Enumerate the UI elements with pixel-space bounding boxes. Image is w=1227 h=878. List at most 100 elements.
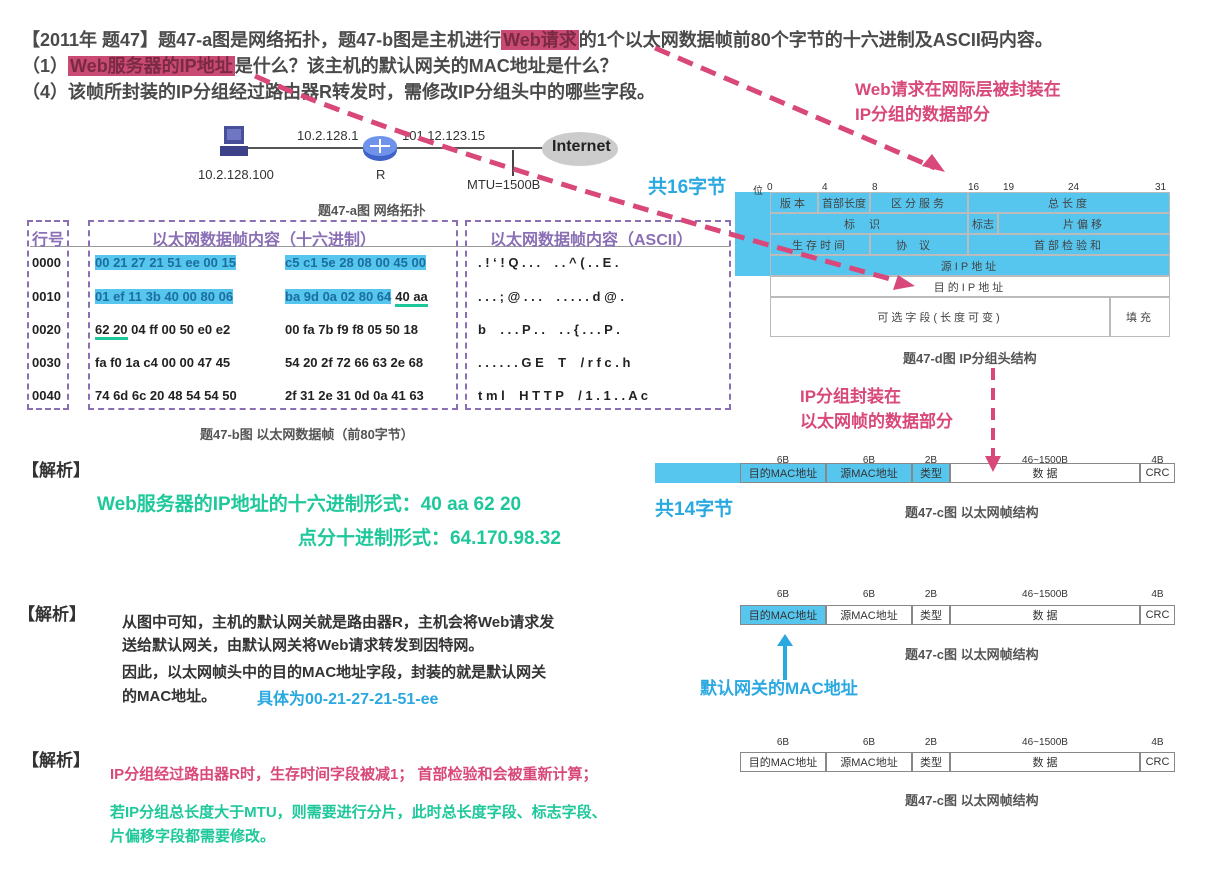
hex-bytes-right: 00 fa 7b f9 f8 05 50 18 (285, 319, 418, 341)
question-text: 【2011年 题47】题47-a图是网络拓扑，题47-b图是主机进行 (22, 30, 502, 50)
ip-encap-note-1: IP分组封装在 (800, 387, 902, 406)
ip-field-padding: 填充 (1110, 297, 1170, 337)
eth-field: 源MAC地址 (826, 752, 912, 772)
host-ip: 10.2.128.100 (198, 167, 274, 182)
router-icon (363, 136, 397, 161)
analysis-2-line-3: 因此，以太网帧头中的目的MAC地址字段，封装的就是默认网关 (122, 664, 547, 681)
question-text: 的1个以太网数据帧前80个字节的十六进制及ASCII码内容。 (578, 30, 1053, 50)
ip-field-fragment-offset: 片偏移 (998, 213, 1170, 234)
analysis-label-2: 【解析】 (18, 605, 86, 624)
ip-field-dscp: 区分服务 (870, 192, 968, 213)
mtu-pointer (512, 150, 514, 176)
eth-field: 数 据 (950, 605, 1140, 625)
hex-bytes-right: 54 20 2f 72 66 63 2e 68 (285, 352, 423, 374)
bit-label: 31 (1155, 182, 1167, 193)
field-size: 6B (862, 737, 876, 748)
eth-field: 目的MAC地址 (740, 463, 826, 483)
field-size: 4B (1151, 589, 1164, 600)
bit-label: 16 (968, 182, 980, 193)
analysis-3-line-3: 片偏移字段都需要修改。 (110, 828, 276, 845)
ascii-text: . ! ‘ ! Q . . . . . ^ ( . . E . (478, 255, 619, 270)
ip-field-protocol: 协议 (870, 234, 968, 255)
analysis-2-line-4: 的MAC地址。 (122, 688, 217, 705)
field-size: 4B (1151, 455, 1164, 466)
bit-label: 位 (753, 186, 763, 197)
analysis-label-3: 【解析】 (22, 751, 90, 770)
ascii-text: . . . . . . G E T / r f c . h (478, 355, 631, 370)
analysis-2-line-1: 从图中可知，主机的默认网关就是路由器R，主机会将Web请求发 (122, 614, 555, 631)
analysis-2-line-2: 送给默认网关，由默认网关将Web请求转发到因特网。 (122, 637, 484, 654)
ip-field-checksum: 首部检验和 (968, 234, 1170, 255)
question-line-3: （4）该帧所封装的IP分组经过路由器R转发时，需修改IP分组头中的哪些字段。 (22, 82, 656, 102)
row-offset: 0020 (32, 322, 61, 337)
eth-field: CRC (1140, 463, 1175, 483)
field-size: 46~1500B (1022, 589, 1068, 600)
highlight-web-server-ip: Web服务器的IP地址 (68, 56, 235, 76)
ip-encap-note-2: 以太网帧的数据部分 (800, 412, 953, 431)
field-size: 6B (776, 737, 790, 748)
hex-segment: c5 c1 5e 28 08 00 45 00 (285, 255, 426, 270)
hex-segment: 2f 31 2e 31 0d 0a 41 63 (285, 388, 424, 403)
ip-16-bytes-note: 共16字节 (648, 177, 727, 198)
bit-label: 19 (1003, 182, 1015, 193)
internet-label: Internet (552, 138, 611, 155)
eth-field: 源MAC地址 (826, 605, 912, 625)
ip-field-version: 版本 (770, 192, 818, 213)
field-size: 2B (924, 737, 938, 748)
eth-field: 目的MAC地址 (740, 752, 826, 772)
ip-field-identification: 标识 (770, 213, 968, 234)
ip-field-options: 可选字段(长度可变) (770, 297, 1110, 337)
eth-frame-caption-3: 题47-c图 以太网帧结构 (905, 793, 1039, 808)
field-size: 2B (924, 455, 938, 466)
mtu-label: MTU=1500B (467, 177, 541, 192)
ip-field-destination-address: 目的IP地址 (770, 276, 1170, 297)
row-number-column (27, 220, 69, 410)
analysis-3-line-2: 若IP分组总长度大于MTU，则需要进行分片，此时总长度字段、标志字段、 (110, 804, 607, 821)
ip-field-flags: 标志 (968, 213, 998, 234)
eth-header-highlight (655, 463, 950, 483)
eth-field: 类型 (912, 752, 950, 772)
ascii-text: t m l H T T P / 1 . 1 . . A c (478, 388, 649, 403)
header-hex: 以太网数据帧内容（十六进制） (152, 232, 377, 249)
hex-segment: 00 21 27 21 51 ee 00 15 (95, 255, 236, 270)
header-row-number: 行号 (32, 232, 65, 249)
hex-bytes-left: 01 ef 11 3b 40 00 80 06 (95, 286, 234, 308)
network-link (245, 147, 560, 149)
row-offset: 0010 (32, 289, 61, 304)
hex-segment: 00 fa 7b f9 f8 05 50 18 (285, 322, 418, 337)
hex-bytes-right: 2f 31 2e 31 0d 0a 41 63 (285, 385, 424, 407)
highlight-web-request: Web请求 (501, 30, 579, 50)
hex-bytes-right: c5 c1 5e 28 08 00 45 00 (285, 252, 426, 274)
router-left-ip: 10.2.128.1 (297, 128, 359, 143)
field-size: 6B (776, 455, 790, 466)
question-text: （1） (22, 56, 69, 76)
analysis-label-1: 【解析】 (22, 461, 90, 480)
host-computer-icon (220, 126, 248, 156)
field-size: 4B (1151, 737, 1164, 748)
frame-caption: 题47-b图 以太网数据帧（前80字节） (200, 427, 414, 442)
field-size: 6B (862, 455, 876, 466)
hex-segment: ba 9d 0a 02 80 64 (285, 289, 392, 304)
eth-field: 数 据 (950, 752, 1140, 772)
field-size: 46~1500B (1022, 455, 1068, 466)
ip-field-source-address: 源IP地址 (770, 255, 1170, 276)
field-size: 2B (924, 589, 938, 600)
bit-label: 24 (1068, 182, 1080, 193)
hex-bytes-left: 74 6d 6c 20 48 54 54 50 (95, 385, 237, 407)
field-size: 6B (862, 589, 876, 600)
ascii-text: b . . . P . . . . { . . . P . (478, 322, 620, 337)
hex-segment: 01 ef 11 3b 40 00 80 06 (95, 289, 234, 304)
eth-field: CRC (1140, 605, 1175, 625)
question-text: 是什么？该主机的默认网关的MAC地址是什么？ (234, 56, 618, 76)
arrowhead-icon (922, 154, 945, 172)
ip-header-caption: 题47-d图 IP分组头结构 (903, 351, 1037, 366)
analysis-1-line-1: Web服务器的IP地址的十六进制形式：40 aa 62 20 (97, 494, 522, 515)
field-size: 6B (776, 589, 790, 600)
up-arrow-icon (777, 634, 793, 680)
eth-frame-caption-1: 题47-c图 以太网帧结构 (905, 505, 1039, 520)
topology-caption: 题47-a图 网络拓扑 (318, 203, 426, 218)
eth-field: 数 据 (950, 463, 1140, 483)
hex-bytes-left: fa f0 1a c4 00 00 47 45 (95, 352, 230, 374)
